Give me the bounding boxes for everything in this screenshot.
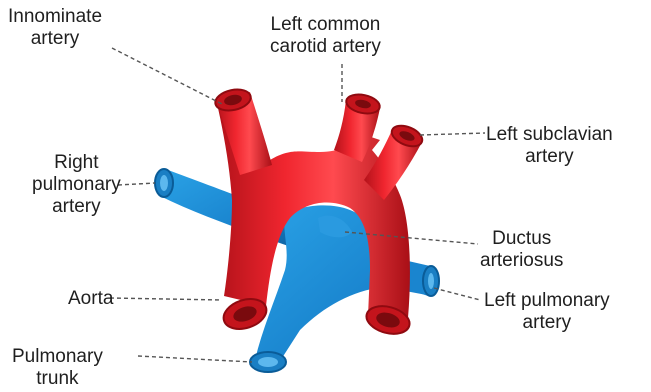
label-right-pulmonary-line2: pulmonary xyxy=(32,174,121,196)
label-aorta: Aorta xyxy=(68,288,113,310)
label-ductus-line1: Ductus xyxy=(480,228,563,250)
label-left-pulmonary-artery: Left pulmonary artery xyxy=(484,290,610,334)
leader-right-pulmonary xyxy=(118,183,155,185)
label-carotid-line1: Left common xyxy=(270,14,381,36)
label-innominate-line2: artery xyxy=(8,28,102,50)
label-left-subclavian-artery: Left subclavian artery xyxy=(486,124,613,168)
label-left-pulmonary-line2: artery xyxy=(484,312,610,334)
leader-left-subclavian xyxy=(420,133,485,135)
label-right-pulmonary-line3: artery xyxy=(32,196,121,218)
label-innominate-line1: Innominate xyxy=(8,6,102,28)
pulmonary-trunk-lumen xyxy=(258,357,278,367)
right-pulmonary-lumen xyxy=(160,175,168,191)
label-left-pulmonary-line1: Left pulmonary xyxy=(484,290,610,312)
label-subclavian-line2: artery xyxy=(486,146,613,168)
label-trunk-line2: trunk xyxy=(12,368,103,390)
label-pulmonary-trunk: Pulmonary trunk xyxy=(12,346,103,390)
label-left-common-carotid-artery: Left common carotid artery xyxy=(270,14,381,58)
leader-innominate xyxy=(112,48,222,104)
label-right-pulmonary-artery: Right pulmonary artery xyxy=(32,152,121,218)
label-innominate-artery: Innominate artery xyxy=(8,6,102,50)
left-pulmonary-lumen xyxy=(428,273,434,289)
leader-left-pulmonary xyxy=(434,288,480,300)
label-ductus-line2: arteriosus xyxy=(480,250,563,272)
leader-pulmonary-trunk xyxy=(138,356,252,362)
leader-aorta xyxy=(110,298,222,300)
label-right-pulmonary-line1: Right xyxy=(32,152,121,174)
label-ductus-arteriosus: Ductus arteriosus xyxy=(480,228,563,272)
label-trunk-line1: Pulmonary xyxy=(12,346,103,368)
label-aorta-line1: Aorta xyxy=(68,288,113,310)
label-carotid-line2: carotid artery xyxy=(270,36,381,58)
label-subclavian-line1: Left subclavian xyxy=(486,124,613,146)
